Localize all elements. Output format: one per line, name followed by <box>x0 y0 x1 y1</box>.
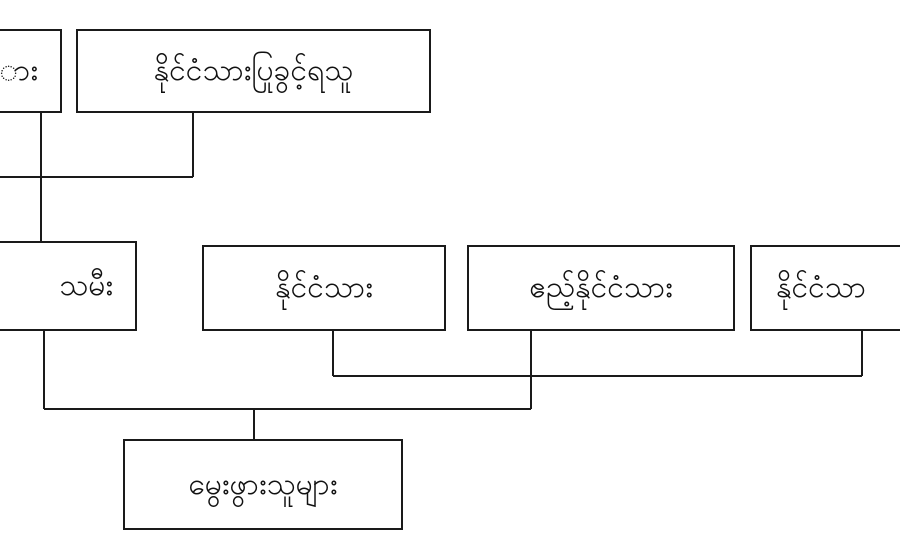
node-label: မွေးဖွားသူများ <box>188 466 338 502</box>
node-citizen-partial-right: နိုင်ငံသာ <box>750 245 900 331</box>
node-citizen: နိုင်ငံသား <box>202 245 446 331</box>
node-born-persons: မွေးဖွားသူများ <box>123 439 403 530</box>
node-naturalized-person: နိုင်ငံသားပြုခွင့်ရသူ <box>76 29 431 113</box>
node-label: နိုင်ငံသား <box>275 270 373 305</box>
node-partial-left-top: ား <box>0 29 62 113</box>
node-label: သမီး <box>59 268 113 303</box>
node-label: ဧည့်နိုင်ငံသား <box>529 270 673 305</box>
node-label: နိုင်ငံသားပြုခွင့်ရသူ <box>153 53 354 88</box>
node-associate-citizen: ဧည့်နိုင်ငံသား <box>467 245 735 331</box>
node-label: ား <box>0 53 38 88</box>
node-label: နိုင်ငံသာ <box>776 270 867 305</box>
node-daughter: သမီး <box>0 241 137 331</box>
